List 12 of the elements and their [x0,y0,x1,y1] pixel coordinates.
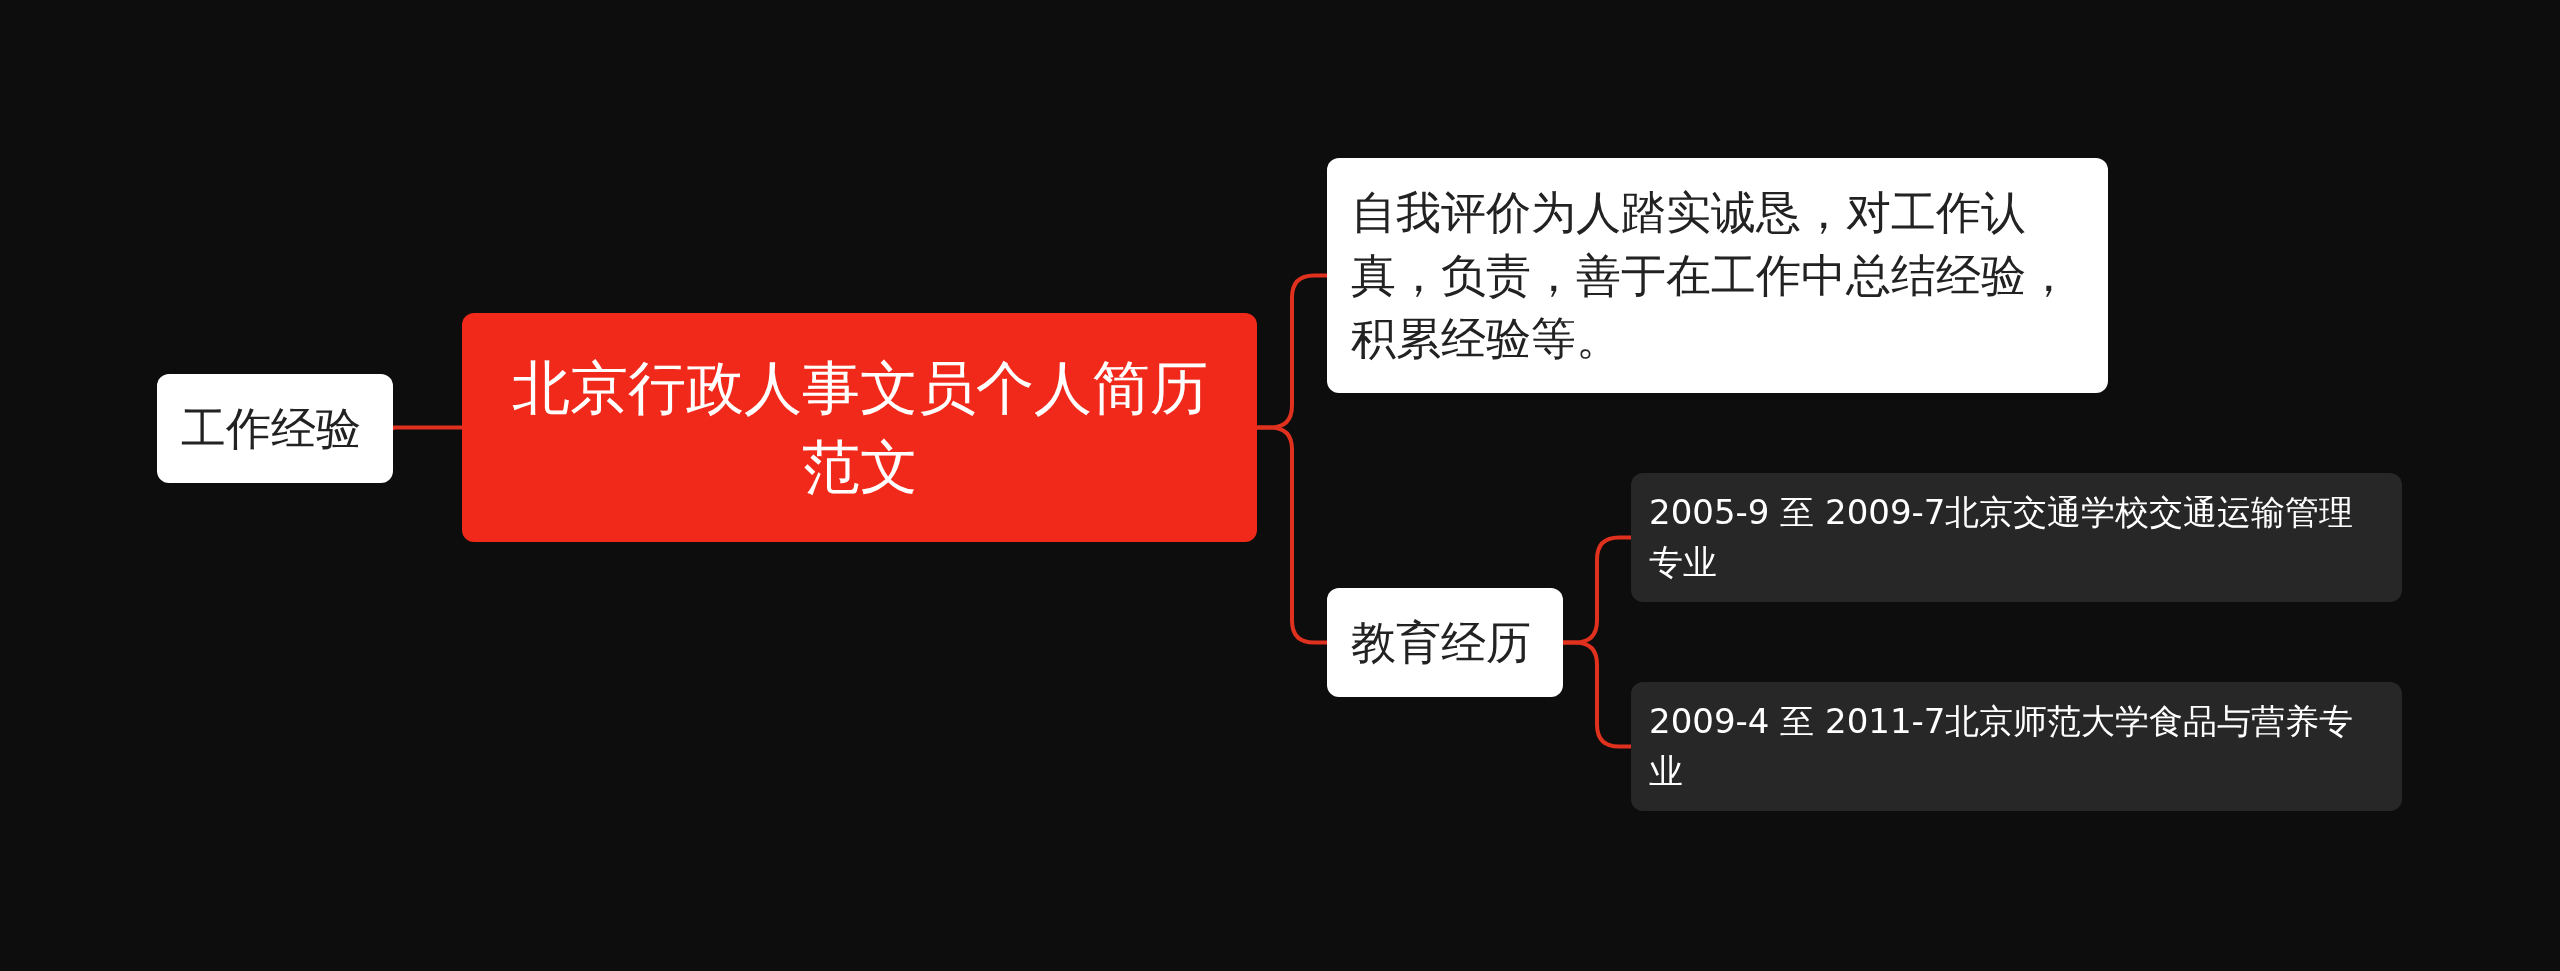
topic-text: 2009-4 至 2011-7北京师范大学食品与营养专业 [1649,700,2355,793]
topic-text: 北京行政人事文员个人简历范文 [510,353,1209,503]
topic-text: 2005-9 至 2009-7北京交通学校交通运输管理专业 [1649,491,2355,584]
topic-box [1327,158,2108,393]
subtopic-box [1631,682,2402,811]
topic-text: 教育经历 [1351,615,1532,671]
topic-text: 工作经验 [181,401,362,457]
topic-text: 自我评价为人踏实诚恳，对工作认真，负责，善于在工作中总结经验，积累经验等。 [1351,185,2072,367]
central-topic-box [462,313,1257,542]
topic-box [1327,588,1563,697]
subtopic-box [1631,473,2402,602]
topic-box [157,374,393,483]
